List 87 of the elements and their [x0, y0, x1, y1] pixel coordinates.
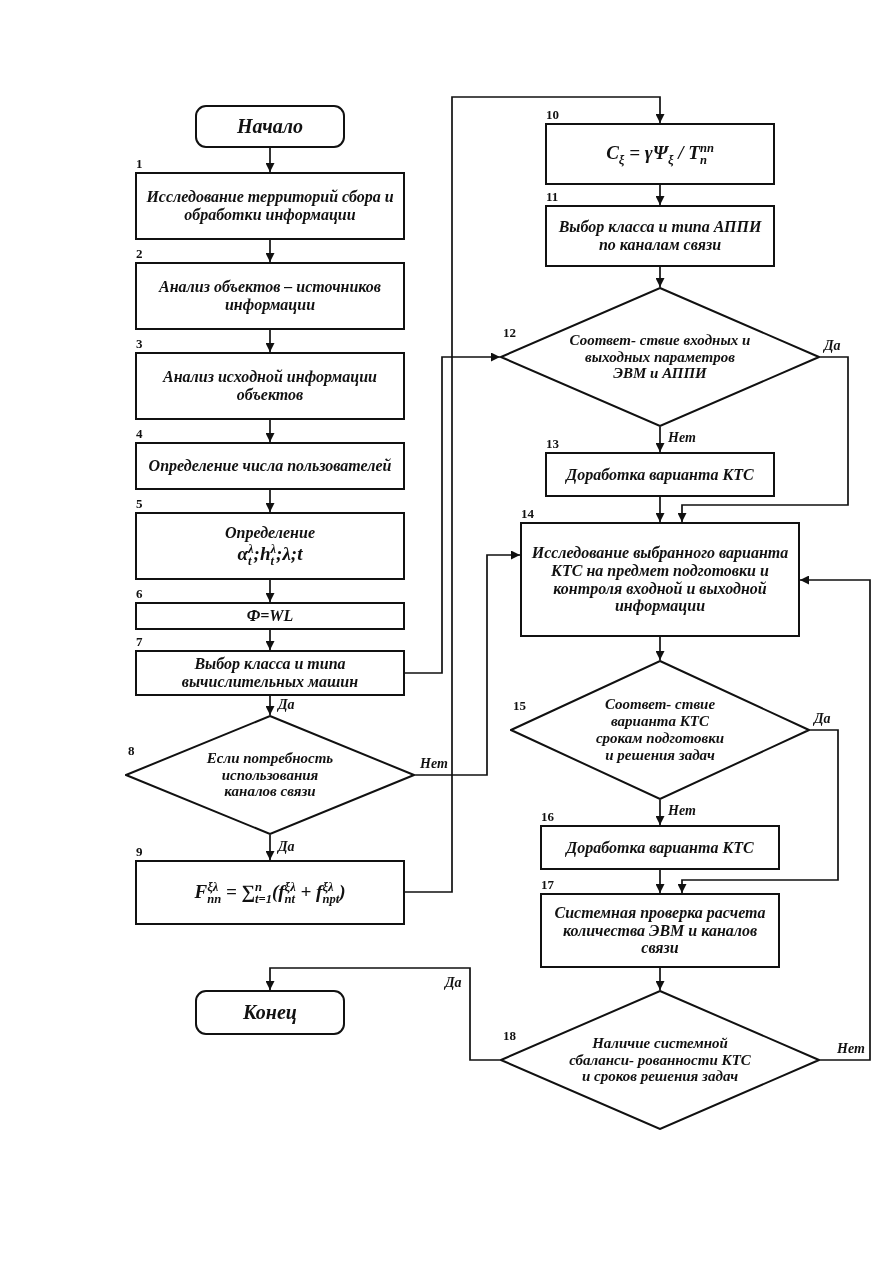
arrow [265, 239, 275, 263]
process-box [545, 452, 775, 497]
arrow [404, 96, 665, 893]
step-text: Исследование территорий сбора и обработки информации [145, 188, 395, 224]
process-box [540, 825, 780, 870]
arrow [655, 184, 665, 206]
step-text: Определение [225, 524, 315, 543]
step-number: 9 [136, 844, 143, 859]
process-box [545, 205, 775, 267]
step-text: Ф=WL [246, 607, 294, 625]
step-number: 14 [521, 506, 534, 521]
process-box [545, 123, 775, 185]
process-box [135, 352, 405, 420]
arrow [655, 266, 665, 288]
step-number: 3 [136, 336, 143, 351]
process-box [540, 893, 780, 968]
decision-diamond [500, 990, 820, 1130]
step-number: 11 [546, 189, 559, 204]
step-text: Выбор класса и типа АППИ по каналам связи [557, 218, 763, 254]
step-number: 15 [513, 698, 526, 713]
step-text: Анализ объектов – источников информации [157, 278, 382, 314]
step-text: Исследование выбранного варианта КТС на предмет подготовки и контроля входной и выходной информации [530, 543, 790, 616]
process-box [135, 602, 405, 630]
step-number: 8 [128, 743, 135, 758]
edge-label: Да [813, 711, 832, 727]
terminal-shape [195, 990, 345, 1035]
step-number: 16 [541, 809, 554, 824]
formula-text: F$_{nn}$$^{ξλ}$ = ∑$_{t=1}$$^{n}$(f$_{nt}$$^{ξλ}$ + f$_{npt}$$^{ξλ}$) [194, 879, 346, 906]
edge-label: Да [444, 975, 463, 991]
step-number: 2 [136, 246, 143, 261]
process-box [135, 172, 405, 240]
step-text: Выбор класса и типа вычислительных машин [180, 655, 360, 691]
decision-diamond [500, 287, 820, 427]
step-number: 4 [136, 426, 143, 441]
step-number: 7 [136, 634, 143, 649]
arrow [655, 636, 665, 661]
formula-text: α$_{t}$$^{λ}$;h$_{t}$$^{λ}$;λ;t [237, 542, 303, 568]
step-number: 12 [503, 325, 516, 340]
arrow [414, 550, 521, 776]
step-number: 10 [546, 107, 559, 122]
process-box [135, 442, 405, 490]
condition-text: Соответ- ствие варианта КТС срокам подготовки и решения задач [594, 696, 726, 764]
process-box [520, 522, 800, 637]
arrow [265, 329, 275, 353]
step-number: 13 [546, 436, 559, 451]
condition-text: Наличие системной сбаланси- рованности КТС и сроков решения задач [568, 1034, 752, 1086]
arrow [265, 419, 275, 443]
arrow [655, 869, 665, 894]
arrow [265, 147, 275, 173]
terminal-text: Конец [243, 1001, 297, 1024]
step-number: 6 [136, 586, 143, 601]
step-number: 5 [136, 496, 143, 511]
arrow [677, 356, 849, 523]
process-box [135, 262, 405, 330]
arrow [265, 579, 275, 603]
arrow [799, 575, 871, 1061]
edge-label: Да [823, 338, 842, 354]
process-box [135, 650, 405, 696]
arrow [655, 426, 665, 453]
step-number: 18 [503, 1028, 516, 1043]
arrow [655, 799, 665, 826]
condition-text: Соответ- ствие входных и выходных параметров ЭВМ и АППИ [568, 331, 752, 383]
process-box [135, 860, 405, 925]
process-box [135, 512, 405, 580]
step-text: Определение числа пользователей [148, 457, 392, 475]
step-text: Системная проверка расчета количества ЭВМ и каналов связи [553, 903, 767, 958]
arrow [404, 352, 501, 674]
arrow [655, 496, 665, 523]
step-text: Доработка варианта КТС [566, 465, 754, 484]
edge-label: Да [277, 697, 296, 713]
condition-text: Если потребность использования каналов связи [205, 749, 335, 801]
arrow [265, 967, 501, 1061]
terminal-text: Начало [236, 115, 304, 138]
arrow [265, 629, 275, 651]
step-number: 17 [541, 877, 554, 892]
arrow [265, 695, 275, 716]
step-text: Доработка варианта КТС [566, 838, 754, 857]
arrow [265, 834, 275, 861]
step-number: 1 [136, 156, 143, 171]
arrow [265, 489, 275, 513]
decision-diamond [510, 660, 810, 800]
decision-diamond [125, 715, 415, 835]
terminal-shape [195, 105, 345, 148]
arrow [655, 967, 665, 991]
edge-label: Да [277, 839, 296, 855]
arrow [677, 729, 839, 894]
step-text: Анализ исходной информации объектов [161, 368, 378, 404]
